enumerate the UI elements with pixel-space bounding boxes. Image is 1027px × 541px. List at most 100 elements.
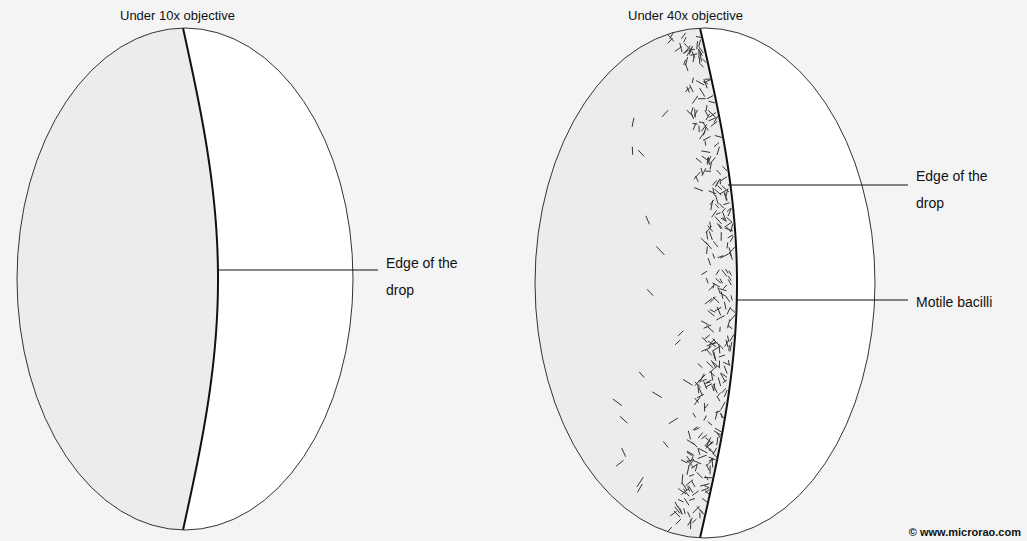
bacillus — [717, 147, 719, 155]
bacillus — [700, 374, 705, 383]
bacillus — [719, 361, 720, 368]
field-outline — [17, 28, 353, 530]
bacillus — [706, 278, 708, 283]
bacillus — [730, 342, 732, 352]
bacillus — [694, 109, 696, 118]
bacillus — [710, 310, 715, 313]
bacillus — [718, 186, 722, 190]
bacillus — [726, 269, 729, 273]
bacillus — [693, 55, 695, 62]
bacillus — [713, 188, 714, 196]
bacillus — [719, 355, 725, 357]
bacillus — [656, 246, 664, 254]
bacillus — [703, 136, 711, 140]
bacillus — [708, 117, 716, 120]
bacillus — [717, 307, 720, 316]
bacillus — [613, 399, 622, 406]
bacillus — [662, 110, 668, 117]
bacillus — [639, 372, 644, 378]
bacillus — [710, 157, 715, 163]
bacillus — [632, 118, 634, 127]
bacillus — [685, 480, 693, 486]
bacillus — [694, 172, 700, 179]
bacillus — [711, 371, 713, 380]
bacillus — [709, 191, 717, 194]
bacillus — [684, 46, 690, 54]
bacillus — [706, 441, 713, 448]
bacillus — [725, 340, 729, 347]
bacillus — [725, 222, 732, 227]
drop-edge — [181, 20, 218, 540]
bacillus — [700, 53, 701, 62]
bacillus — [587, 470, 589, 477]
bacillus — [715, 204, 718, 208]
drop-fill — [0, 20, 737, 541]
bacillus — [712, 453, 717, 458]
bacillus — [637, 477, 644, 487]
bacillus — [719, 203, 723, 208]
bacillus — [692, 78, 693, 83]
bacillus — [698, 433, 702, 439]
bacillus — [723, 203, 729, 205]
bacillus — [707, 362, 713, 368]
bacillus — [707, 96, 713, 99]
bacillus — [726, 242, 728, 248]
bacillus — [727, 307, 730, 314]
bacillus — [702, 337, 707, 342]
bacillus — [691, 464, 698, 469]
bacillus — [690, 54, 697, 56]
bacillus — [688, 487, 690, 492]
bacillus — [686, 57, 688, 65]
bacillus — [692, 123, 697, 125]
bacillus — [708, 258, 710, 265]
bacillus — [684, 60, 686, 65]
bacillus — [702, 168, 706, 176]
bacillus — [728, 247, 735, 254]
bacillus — [712, 181, 716, 186]
bacillus — [706, 105, 708, 111]
bacillus — [705, 476, 708, 480]
bacillus — [724, 366, 727, 374]
bacillus — [698, 98, 706, 99]
bacillus — [714, 352, 716, 361]
bacillus — [712, 342, 717, 344]
bacillus — [667, 34, 673, 41]
bacillus — [719, 289, 726, 291]
bacillus — [722, 186, 729, 192]
bacillus — [708, 226, 713, 232]
bacillus — [713, 448, 716, 454]
bacillus — [693, 413, 696, 417]
bacillus — [696, 41, 698, 49]
bacillus — [708, 311, 715, 317]
bacillus — [688, 512, 691, 518]
bacillus — [721, 413, 722, 418]
bacillus — [708, 110, 715, 117]
drop-edge — [700, 20, 737, 540]
bacillus — [622, 448, 626, 457]
bacillus — [685, 64, 688, 71]
bacillus — [718, 377, 720, 386]
bacillus — [727, 218, 732, 222]
bacillus — [663, 441, 668, 447]
bacillus — [687, 465, 689, 475]
bacillus — [716, 195, 719, 204]
bacillus — [706, 349, 711, 355]
bacillus — [717, 433, 720, 438]
bacillus — [699, 121, 704, 123]
bacillus — [632, 147, 633, 155]
bacillus — [690, 85, 693, 92]
bacillus — [693, 506, 700, 513]
bacillus — [701, 168, 703, 175]
bacillus — [705, 170, 711, 171]
bacillus — [714, 143, 719, 147]
bacillus — [715, 217, 722, 224]
bacillus — [706, 231, 707, 239]
bacillus — [713, 254, 715, 259]
bacillus — [696, 36, 702, 37]
bacillus — [704, 335, 709, 339]
bacillus — [717, 396, 720, 401]
field-outline — [535, 28, 875, 538]
bacillus — [702, 498, 708, 502]
bacillus — [694, 188, 703, 191]
